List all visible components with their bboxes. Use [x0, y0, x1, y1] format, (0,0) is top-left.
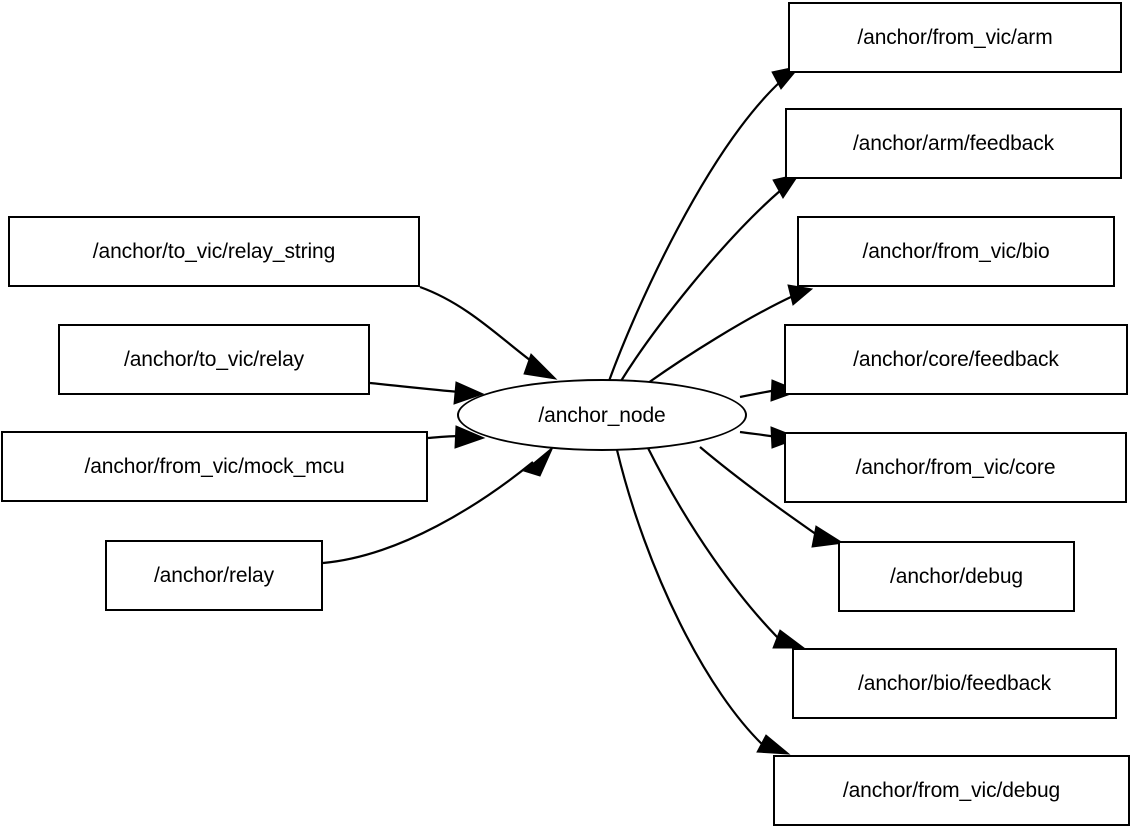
edge-node-to-from-vic-arm [607, 65, 802, 382]
edge-anchor-relay-to-node [322, 446, 554, 565]
topic-label: /anchor/to_vic/relay_string [92, 240, 336, 263]
topic-label: /anchor/bio/feedback [858, 672, 1051, 695]
topic-label: /anchor/from_vic/bio [862, 240, 1050, 263]
topic-box-from-vic-bio[interactable]: /anchor/from_vic/bio [797, 216, 1115, 287]
edge-node-to-from-vic-debug [615, 449, 791, 755]
topic-label: /anchor/from_vic/mock_mcu [84, 455, 345, 478]
topic-label: /anchor/arm/feedback [852, 132, 1055, 155]
topic-label: /anchor/from_vic/debug [842, 779, 1061, 802]
topic-box-from-vic-core[interactable]: /anchor/from_vic/core [784, 432, 1127, 503]
topic-label: /anchor/from_vic/core [855, 456, 1056, 479]
node-label: /anchor_node [538, 403, 666, 427]
topic-box-to-vic-relay[interactable]: /anchor/to_vic/relay [58, 324, 370, 395]
topic-label: /anchor/to_vic/relay [123, 348, 305, 371]
topic-box-from-vic-mock-mcu[interactable]: /anchor/from_vic/mock_mcu [1, 431, 428, 502]
topic-box-to-vic-relay-string[interactable]: /anchor/to_vic/relay_string [8, 216, 420, 287]
edge-node-to-arm-feedback [620, 173, 801, 382]
edge-node-to-from-vic-bio [647, 284, 814, 384]
topic-label: /anchor/from_vic/arm [857, 26, 1053, 49]
edge-to-vic-relay-to-node [369, 381, 485, 405]
topic-label: /anchor/relay [153, 564, 275, 587]
node-anchor-node[interactable]: /anchor_node [457, 379, 747, 451]
edge-mock-mcu-to-node [427, 425, 486, 449]
topic-box-anchor-relay[interactable]: /anchor/relay [105, 540, 323, 611]
topic-box-from-vic-arm[interactable]: /anchor/from_vic/arm [788, 2, 1122, 73]
topic-label: /anchor/debug [890, 565, 1023, 588]
topic-box-bio-feedback[interactable]: /anchor/bio/feedback [792, 648, 1117, 719]
topic-box-arm-feedback[interactable]: /anchor/arm/feedback [785, 108, 1122, 179]
topic-box-from-vic-debug[interactable]: /anchor/from_vic/debug [773, 755, 1130, 826]
edge-relay-string-to-node [419, 285, 558, 380]
topic-label: /anchor/core/feedback [853, 348, 1059, 371]
topic-box-anchor-debug[interactable]: /anchor/debug [838, 541, 1075, 612]
topic-box-core-feedback[interactable]: /anchor/core/feedback [784, 324, 1128, 395]
edge-node-to-debug [699, 446, 845, 548]
edge-node-to-bio-feedback [647, 447, 806, 649]
